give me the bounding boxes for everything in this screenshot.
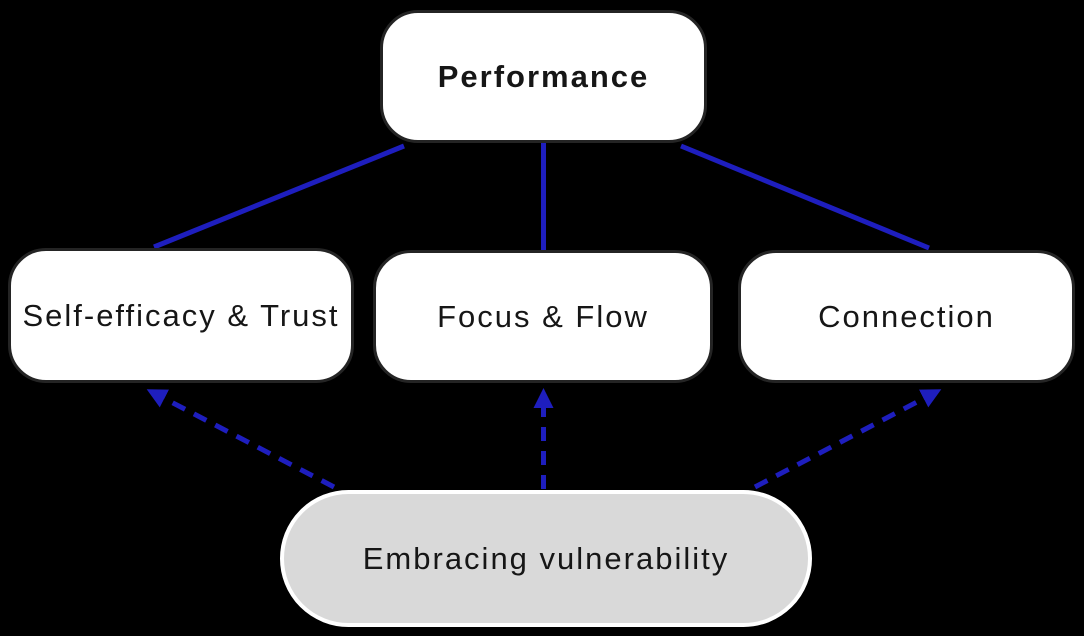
node-connection: Connection: [738, 250, 1075, 383]
node-embracing-vulnerability: Embracing vulnerability: [280, 490, 812, 627]
edge-vulnerability-self-efficacy-trust: [146, 389, 336, 490]
edge-performance-connection: [680, 143, 930, 251]
node-focus-flow: Focus & Flow: [373, 250, 713, 383]
node-self-efficacy-trust: Self-efficacy & Trust: [8, 248, 354, 383]
node-performance: Performance: [380, 10, 707, 143]
edge-vulnerability-connection: [753, 389, 942, 490]
node-embracing-vulnerability-label: Embracing vulnerability: [362, 540, 730, 576]
edge-performance-self-efficacy-trust: [153, 143, 405, 250]
node-performance-label: Performance: [437, 58, 650, 94]
node-connection-label: Connection: [818, 298, 995, 334]
node-self-efficacy-trust-label: Self-efficacy & Trust: [22, 297, 340, 333]
node-focus-flow-label: Focus & Flow: [437, 298, 649, 334]
